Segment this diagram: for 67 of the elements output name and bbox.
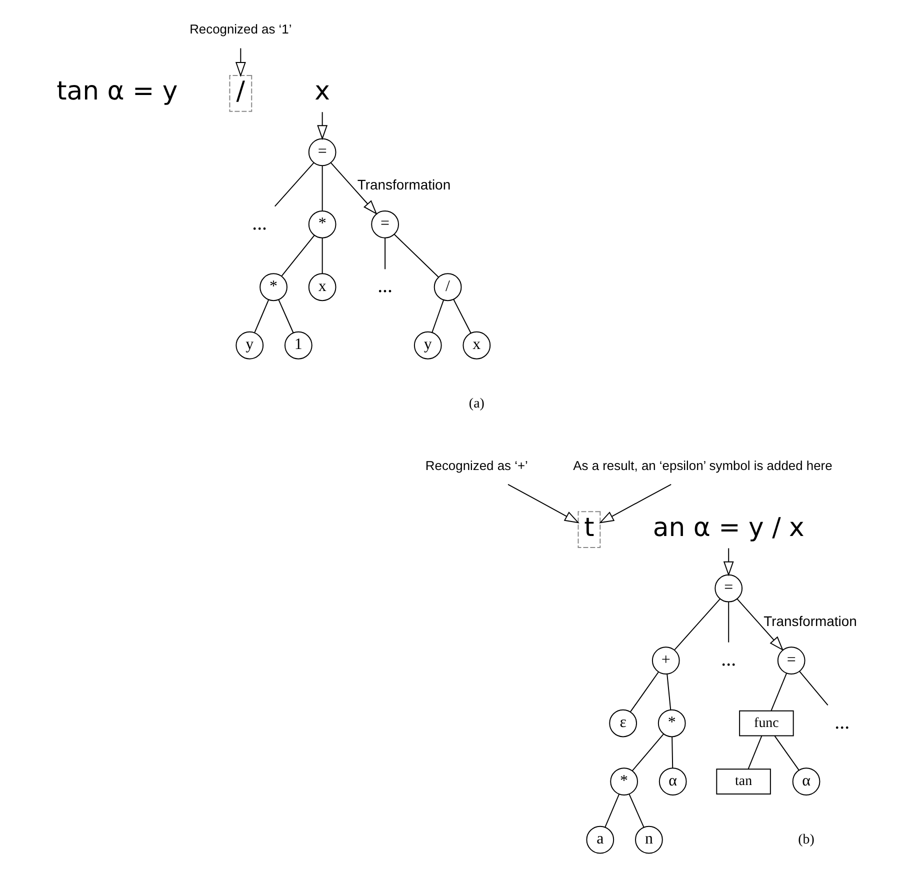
node-circle: * (657, 709, 686, 738)
connector (728, 601, 729, 643)
node-text: an α = y / x (652, 512, 804, 543)
node-circle: / (433, 273, 462, 302)
node-circle: a (586, 826, 614, 854)
connector (384, 237, 386, 270)
connector (747, 735, 762, 770)
connector (674, 598, 720, 650)
connector (321, 237, 322, 274)
connector (629, 672, 658, 712)
node-circle: * (610, 768, 638, 796)
connector (321, 165, 322, 211)
node-text: tan α = y (56, 76, 178, 107)
node-text: Recognized as ‘1’ (189, 22, 292, 37)
label: (b) (798, 832, 814, 848)
connector (774, 735, 799, 771)
connector (628, 794, 644, 828)
node-circle: n (634, 826, 662, 854)
node-box: / (228, 75, 252, 112)
node-box: func (738, 710, 794, 736)
node-text: ... (252, 212, 267, 234)
node-circle: α (792, 768, 820, 796)
edge-label: Transformation (763, 612, 856, 629)
connector (631, 734, 664, 772)
connector (393, 234, 438, 278)
connector (431, 300, 444, 333)
node-circle: + (651, 646, 680, 674)
node-text: ... (834, 711, 850, 734)
node-circle: α (658, 768, 686, 796)
node-circle: 1 (284, 331, 312, 360)
node-circle: x (462, 331, 490, 360)
node-box: tan (716, 768, 770, 794)
connector (604, 794, 620, 828)
node-text: As a result, an ‘epsilon’ symbol is added here (572, 458, 832, 473)
connector (798, 670, 828, 706)
node-circle: y (413, 331, 442, 360)
node-text: ... (720, 648, 736, 671)
connector (666, 674, 671, 710)
arrow (234, 48, 246, 77)
connector (280, 234, 314, 276)
node-circle: y (235, 331, 264, 360)
node-box: t (577, 511, 600, 548)
edge-label: Transformation (356, 176, 450, 193)
node-circle: = (776, 646, 805, 674)
node-circle: ε (608, 709, 636, 738)
arrow (316, 112, 328, 140)
connector (671, 736, 673, 769)
label: (a) (468, 396, 484, 412)
node-circle: * (308, 210, 336, 238)
arrow (598, 484, 672, 524)
connector (278, 299, 294, 334)
node-circle: = (370, 210, 398, 238)
connector (452, 299, 471, 334)
arrow (722, 548, 734, 576)
node-circle: * (259, 273, 287, 302)
arrow (507, 484, 579, 524)
node-circle: = (714, 574, 742, 602)
connector (274, 162, 314, 207)
node-text: ... (377, 275, 392, 298)
node-circle: = (308, 138, 336, 166)
arrow (736, 598, 784, 651)
connector (254, 299, 269, 334)
node-text: Recognized as ‘+’ (424, 458, 528, 473)
node-text: x (314, 76, 330, 107)
connector (770, 672, 787, 712)
arrow (330, 162, 377, 215)
node-circle: x (308, 273, 336, 302)
